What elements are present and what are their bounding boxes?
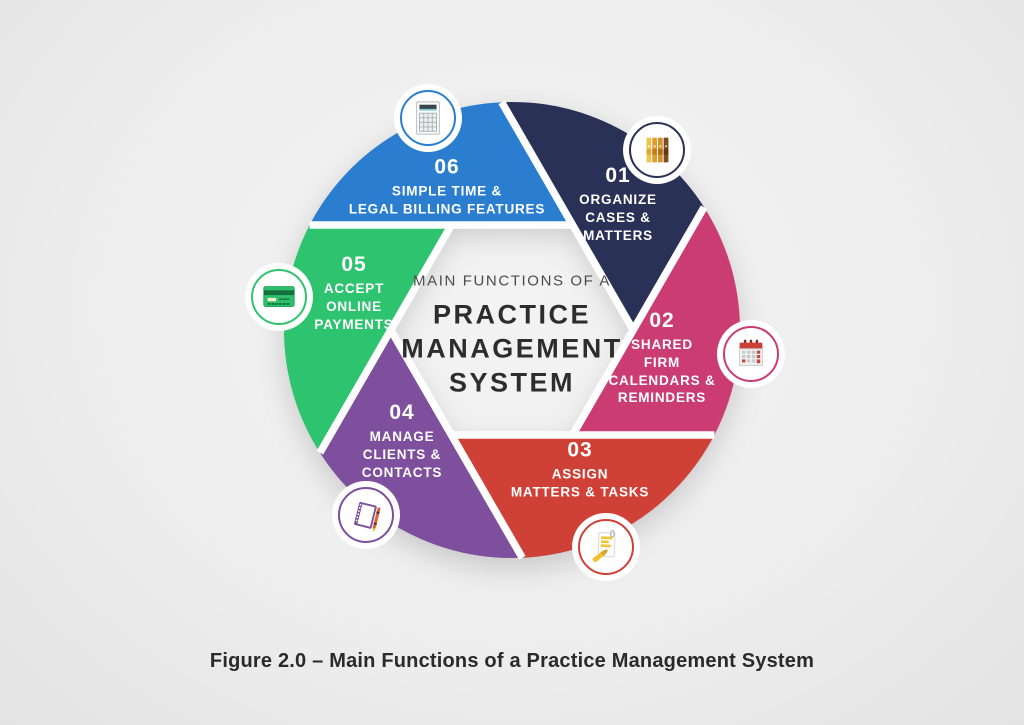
center-title-line: PRACTICE: [432, 299, 591, 330]
credit-card-icon: [251, 269, 307, 325]
segment-06-label: 06 SIMPLE TIME & LEGAL BILLING FEATURES: [348, 155, 546, 217]
segment-number: 04: [389, 400, 415, 424]
segment-02-label: 02 SHARED FIRM CALENDARS & REMINDERS: [608, 308, 716, 406]
segment-number: 03: [567, 438, 593, 462]
notebook-pen-icon: [338, 487, 394, 543]
segment-number: 06: [434, 155, 460, 179]
segment-05-shape: [283, 225, 452, 453]
binders-icon: [629, 122, 685, 178]
segment-number: 02: [649, 308, 675, 332]
segment-05-label: 05 ACCEPT ONLINE PAYMENTS: [314, 252, 394, 332]
segment-06-shape: [309, 102, 573, 225]
figure-caption: Figure 2.0 – Main Functions of a Practic…: [209, 650, 815, 672]
center-title-eyebrow: MAIN FUNCTIONS OF A: [413, 272, 611, 290]
calculator-icon: [400, 90, 456, 146]
segment-03-label: 03 ASSIGN MATTERS & TASKS: [510, 438, 650, 500]
document-highlighter-icon: [578, 519, 634, 575]
calendar-icon: [723, 326, 779, 382]
center-title-line: MANAGEMENT: [401, 333, 623, 364]
segment-04-label: 04 MANAGE CLIENTS & CONTACTS: [361, 400, 443, 480]
segment-01-label: 01 ORGANIZE CASES & MATTERS: [579, 163, 657, 243]
center-title: MAIN FUNCTIONS OF A PRACTICE MANAGEMENT …: [382, 272, 642, 399]
center-title-line: SYSTEM: [448, 367, 576, 398]
segment-number: 05: [341, 252, 367, 276]
segment-02-shape: [572, 207, 741, 435]
segment-dividers: [309, 100, 715, 560]
segment-number: 01: [605, 163, 631, 187]
segment-03-shape: [451, 435, 715, 558]
